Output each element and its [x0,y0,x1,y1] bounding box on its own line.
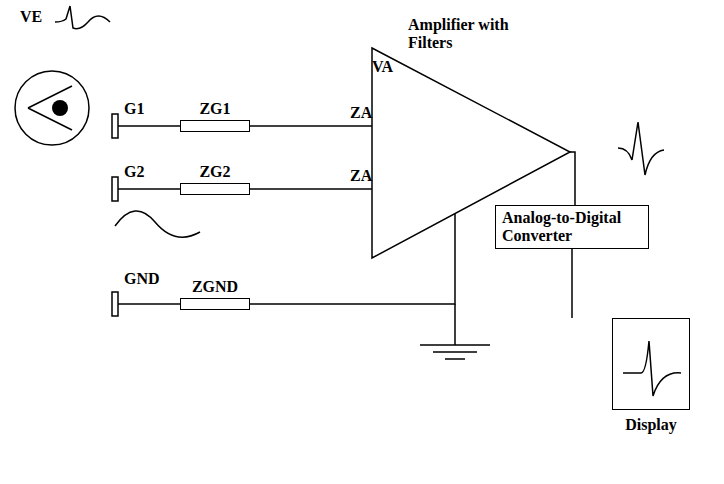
display-trace [623,341,681,396]
display-waveform [613,319,691,411]
impedance-symbol [180,298,250,310]
eye-pupil [52,100,68,116]
impedance-box: ZGND [175,278,255,310]
electrode-wire [118,303,180,305]
signal-label: VE [20,8,42,26]
eye-ball [15,71,89,145]
impedance-box: ZG1 [175,100,255,132]
impedance-symbol [180,120,250,132]
connector-wire [571,249,573,318]
signal-label: GND [124,270,160,288]
electrode-wire [118,125,180,127]
impedance-box: ZG2 [175,163,255,195]
converter-label: Analog-to-Digital Converter [502,209,642,245]
connector-wire [250,188,372,190]
impedance-label: ZGND [175,278,255,296]
eye-signal-waveform [55,6,110,29]
signal-label: VA [372,58,393,76]
signal-label: G1 [124,100,144,118]
connector-wire [570,152,575,205]
connector-wire [250,125,372,127]
display-label: Display [612,416,690,434]
signal-label: ZA [350,167,372,185]
eye-lids [28,86,72,130]
reference-signal-waveform [115,211,200,237]
amplifier-title: Amplifier with Filters [408,16,533,52]
impedance-label: ZG1 [175,100,255,118]
ground-symbol [420,304,490,359]
converter-box: Analog-to-Digital Converter [495,205,649,249]
impedance-symbol [180,183,250,195]
display-screen [612,318,690,410]
output-waveform [618,122,664,175]
electrode [112,114,118,138]
electrode-wire [118,188,180,190]
electrode [112,177,118,201]
electrode [112,292,118,316]
signal-label: ZA [350,104,372,122]
signal-label: G2 [124,163,144,181]
display-box: Display [612,318,690,434]
impedance-label: ZG2 [175,163,255,181]
